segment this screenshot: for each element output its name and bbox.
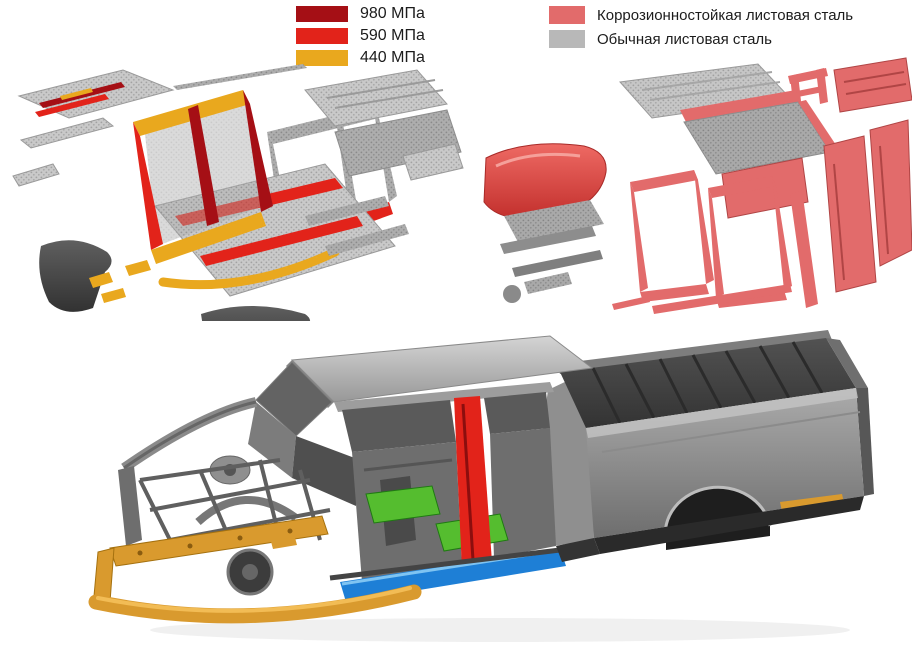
front-window-aperture (342, 400, 456, 452)
label-corrosion-steel: Коррозионностойкая листовая сталь (597, 6, 854, 24)
legend-row-plain: Обычная листовая сталь (549, 30, 853, 48)
side-panels (823, 119, 912, 293)
bed-floor-ribs (591, 341, 824, 424)
radiator-support (118, 466, 142, 546)
bed-floor-panels (304, 69, 464, 181)
front-fender-arch (195, 495, 299, 525)
roof-bow-panel (17, 69, 175, 119)
rear-fender (201, 306, 311, 321)
sill-bars (612, 284, 792, 314)
header-strip (12, 117, 115, 187)
label-440mpa: 440 МПа (360, 49, 425, 66)
figure-exploded-corrosion (483, 57, 912, 314)
lower-braces (305, 196, 409, 256)
roof-rail-rod (173, 64, 307, 90)
side-frame-front (133, 90, 273, 264)
swatch-440mpa (296, 50, 348, 66)
cowl-and-frame (500, 200, 604, 303)
small-orange-brackets (89, 272, 126, 303)
floor-panel-green-front (365, 485, 441, 524)
legend-row-980: 980 МПа (296, 6, 425, 22)
legend-row-440: 440 МПа (296, 50, 425, 66)
front-fender (39, 240, 112, 312)
driveline (329, 547, 561, 581)
ground-shadow (150, 618, 850, 642)
legend-row-590: 590 МПа (296, 28, 425, 44)
chassis-members (88, 515, 422, 624)
legend-row-corrosion: Коррозионностойкая листовая сталь (549, 6, 853, 24)
cab-bed-shadow (556, 538, 600, 562)
tailgate (826, 338, 868, 388)
legend-steel-strength: 980 МПа 590 МПа 440 МПа (296, 6, 425, 72)
tailgate-panel (833, 57, 912, 113)
figure-assembled-body (88, 330, 874, 642)
label-980mpa: 980 МПа (360, 5, 425, 22)
swatch-980mpa (296, 6, 348, 22)
bed-assembly (680, 90, 838, 175)
label-plain-steel: Обычная листовая сталь (597, 30, 772, 48)
legend-sheet-material: Коррозионностойкая листовая сталь Обычна… (549, 6, 853, 54)
door-frames (630, 170, 818, 308)
label-590mpa: 590 МПа (360, 27, 425, 44)
underbed-shadow (594, 496, 864, 554)
swatch-590mpa (296, 28, 348, 44)
rear-window-aperture (484, 392, 550, 434)
swatch-plain-steel (549, 30, 585, 48)
swatch-corrosion-steel (549, 6, 585, 24)
figure-exploded-strength (12, 64, 464, 321)
bed (556, 330, 874, 554)
windshield-aperture (248, 361, 360, 506)
cab-interior (352, 428, 556, 582)
b-pillar (454, 396, 492, 570)
